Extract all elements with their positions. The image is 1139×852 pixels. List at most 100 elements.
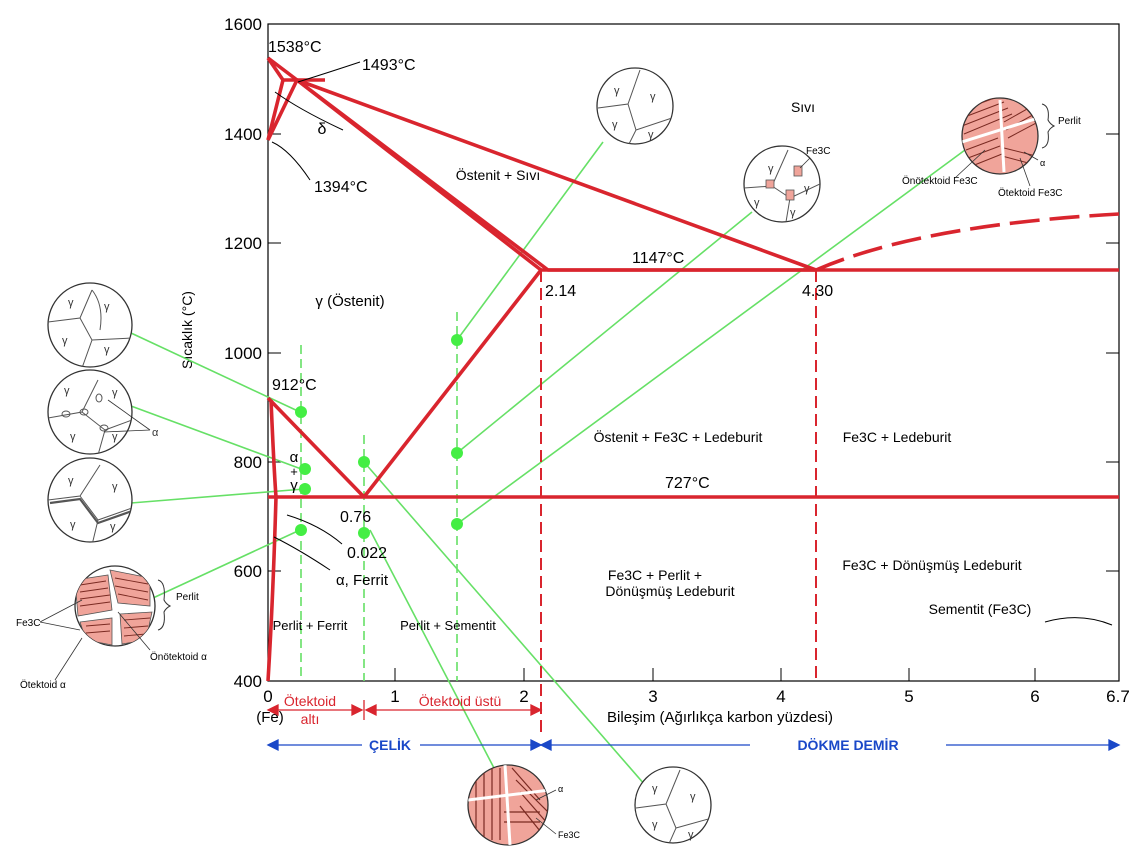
svg-text:Önötektoid Fe3C: Önötektoid Fe3C	[902, 175, 978, 187]
phase-boundaries	[266, 56, 1120, 682]
x-tick-6: 6	[1030, 687, 1039, 706]
x-tick-4: 4	[776, 687, 785, 706]
svg-text:γ: γ	[768, 163, 774, 175]
microstructure-pearlite-eutectoid: α Fe3C	[467, 764, 581, 846]
svg-text:γ: γ	[804, 183, 810, 195]
microstructure-alpha-gamma: γ γ γ γ	[47, 457, 133, 543]
x-tick-0: 0	[263, 687, 272, 706]
region-austenite-fe3c-ledeburite: Östenit + Fe3C + Ledeburit	[594, 428, 763, 445]
svg-text:γ: γ	[614, 85, 620, 97]
region-austenite-liquid: Östenit + Sıvı	[456, 166, 540, 183]
svg-text:Perlit: Perlit	[176, 592, 199, 603]
steel-cast-iron-range	[266, 738, 1121, 752]
region-fe3c-transformed-ledeburite: Fe3C + Dönüşmüş Ledeburit	[842, 557, 1021, 573]
region-ferrite: α, Ferrit	[336, 572, 389, 589]
x-tick-1: 1	[390, 687, 399, 706]
svg-text:Ötektoid α: Ötektoid α	[20, 679, 66, 691]
svg-text:γ: γ	[612, 119, 618, 131]
svg-text:γ: γ	[652, 819, 658, 831]
composition-dots	[295, 334, 463, 539]
region-pearlite-ferrite: Perlit + Ferrit	[273, 618, 348, 633]
temp-1538: 1538°C	[268, 39, 322, 56]
x-tick-3: 3	[648, 687, 657, 706]
region-alpha-gamma-plus: +	[290, 464, 298, 479]
svg-text:γ: γ	[690, 791, 696, 803]
comp-4-30: 4.30	[802, 283, 833, 300]
region-delta: δ	[318, 121, 327, 138]
line-liquidus-right	[296, 78, 817, 272]
region-alpha-gamma-a: α	[290, 449, 299, 466]
svg-text:γ: γ	[112, 431, 118, 443]
temp-1147: 1147°C	[632, 250, 684, 267]
svg-text:γ: γ	[688, 829, 694, 841]
y-axis-label: Sıcaklık (°C)	[179, 291, 195, 369]
temp-1493: 1493°C	[362, 57, 416, 74]
range-hypoeutectoid: Ötektoid	[284, 692, 336, 709]
region-liquid: Sıvı	[791, 99, 815, 115]
comp-0-022: 0.022	[347, 545, 387, 562]
temp-727: 727°C	[665, 475, 710, 492]
region-cementite: Sementit (Fe3C)	[929, 601, 1032, 617]
svg-text:γ: γ	[104, 301, 110, 313]
y-tick-1400: 1400	[224, 125, 262, 144]
microstructure-austenite-3: γ γ γ γ	[634, 766, 712, 844]
y-tick-600: 600	[234, 562, 262, 581]
svg-text:γ: γ	[62, 335, 68, 347]
svg-text:Fe3C: Fe3C	[558, 830, 581, 840]
svg-text:Ötektoid Fe3C: Ötektoid Fe3C	[998, 187, 1062, 199]
svg-text:γ: γ	[104, 344, 110, 356]
svg-text:γ: γ	[650, 91, 656, 103]
range-hypereutectoid: Ötektoid üstü	[419, 692, 502, 709]
x-axis-ticks	[394, 668, 1036, 681]
x-tick-2: 2	[519, 687, 528, 706]
region-fe3c-ledeburite: Fe3C + Ledeburit	[843, 429, 952, 445]
microstructure-pearlite-ferrite: Perlit Fe3C Önötektoid α Ötektoid α	[16, 565, 207, 691]
hypo-hyper-ranges	[266, 700, 543, 720]
svg-text:α: α	[152, 427, 159, 439]
range-hypoeutectoid-2: altı	[301, 711, 320, 727]
svg-text:γ: γ	[68, 475, 74, 487]
x-tick-5: 5	[904, 687, 913, 706]
svg-text:γ: γ	[754, 197, 760, 209]
svg-text:γ: γ	[112, 481, 118, 493]
svg-text:γ: γ	[70, 519, 76, 531]
svg-text:Fe3C: Fe3C	[806, 146, 830, 157]
temp-912: 912°C	[272, 377, 317, 394]
region-fe3c-pearlite: Fe3C + Perlit +	[608, 567, 702, 583]
svg-text:γ: γ	[70, 431, 76, 443]
svg-text:γ: γ	[112, 387, 118, 399]
temp-1394: 1394°C	[314, 179, 368, 196]
region-austenite: γ (Östenit)	[315, 292, 384, 310]
range-cast-iron: DÖKME DEMİR	[797, 737, 898, 753]
y-tick-800: 800	[234, 453, 262, 472]
region-fe3c-pearlite-2: Dönüşmüş Ledeburit	[605, 583, 734, 599]
x-axis-label: Bileşim (Ağırlıkça karbon yüzdesi)	[607, 709, 833, 726]
microstructure-pearlite-cementite-top: Perlit α Önötektoid Fe3C Ötektoid Fe3C	[902, 97, 1081, 199]
range-steel: ÇELİK	[369, 737, 411, 753]
y-tick-1200: 1200	[224, 234, 262, 253]
y-tick-1600: 1600	[224, 15, 262, 34]
svg-text:γ: γ	[110, 521, 116, 533]
microstructure-alpha-nucleating: γ γ γ γ α	[47, 369, 159, 455]
svg-text:γ: γ	[64, 385, 70, 397]
microstructure-austenite-1: γ γ γ γ	[47, 282, 133, 368]
x-tick-6-7: 6.7	[1106, 687, 1130, 706]
region-pearlite-cementite: Perlit + Sementit	[400, 618, 496, 633]
y-tick-1000: 1000	[224, 344, 262, 363]
svg-text:γ: γ	[648, 129, 654, 141]
microstructure-austenite-fe3c: γγ γγ Fe3C	[743, 145, 830, 223]
label-pointers	[271, 61, 1113, 626]
svg-text:Fe3C: Fe3C	[16, 618, 40, 629]
svg-text:α: α	[1040, 158, 1045, 168]
svg-text:α: α	[558, 784, 563, 794]
comp-2-14: 2.14	[545, 283, 576, 300]
svg-text:Önötektoid α: Önötektoid α	[150, 651, 207, 663]
red-dashed-verticals	[540, 270, 817, 732]
comp-0-76: 0.76	[340, 509, 371, 526]
svg-text:γ: γ	[790, 207, 796, 219]
svg-text:γ: γ	[68, 297, 74, 309]
svg-text:Perlit: Perlit	[1058, 116, 1081, 127]
region-alpha-gamma-g: γ	[290, 477, 298, 494]
svg-text:γ: γ	[652, 783, 658, 795]
